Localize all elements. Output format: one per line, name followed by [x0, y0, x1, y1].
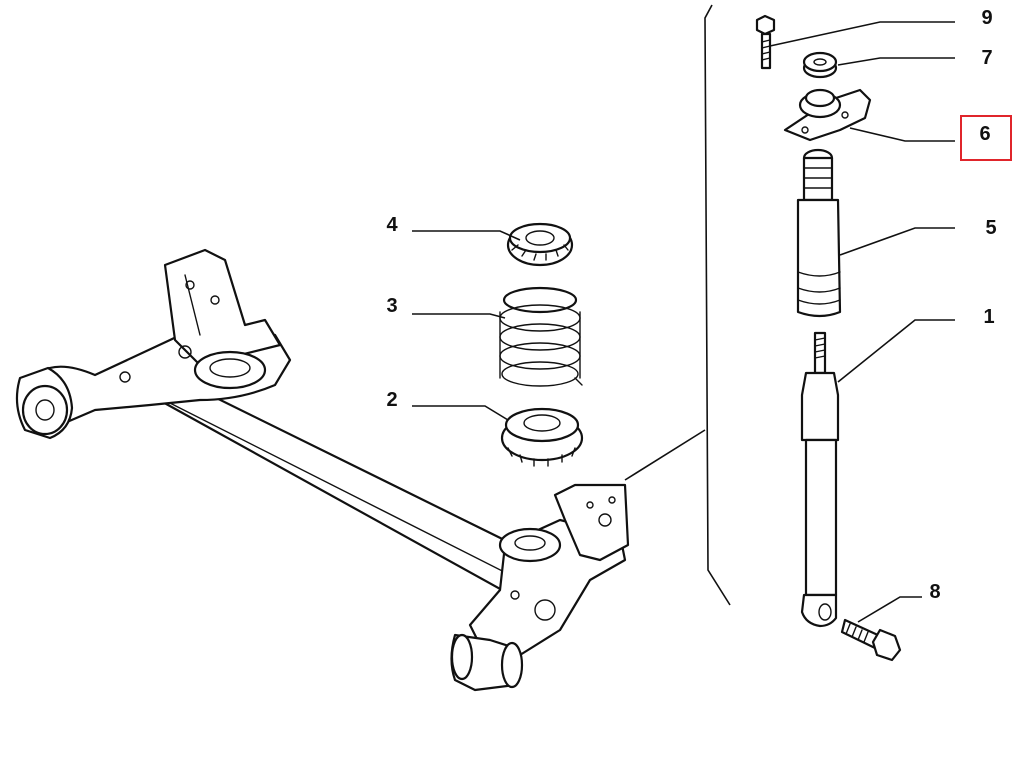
part-8-lower-bolt: [840, 618, 902, 662]
part-3-coil-spring: [499, 286, 583, 387]
part-5-dust-boot: [796, 148, 842, 318]
rear-axle-beam: [15, 248, 630, 692]
part-4-upper-spring-seat: [506, 222, 574, 267]
callout-2: 2: [386, 389, 398, 411]
callout-6: 6: [979, 123, 991, 145]
callout-5: 5: [985, 217, 997, 239]
callout-7: 7: [981, 47, 993, 69]
part-2-lower-spring-seat: [500, 407, 584, 467]
part-7-nut: [802, 51, 838, 79]
part-1-shock-absorber: [800, 331, 840, 628]
callout-4: 4: [386, 214, 398, 236]
boundary-line: [704, 4, 731, 606]
highlight-box-part-6: [960, 115, 1012, 161]
leader-lines: [412, 21, 955, 623]
callout-8: 8: [929, 581, 941, 603]
callout-1: 1: [983, 306, 995, 328]
callout-9: 9: [981, 7, 993, 29]
callout-3: 3: [386, 295, 398, 317]
part-6-top-mount: [783, 88, 872, 142]
part-9-bolt: [755, 14, 776, 70]
